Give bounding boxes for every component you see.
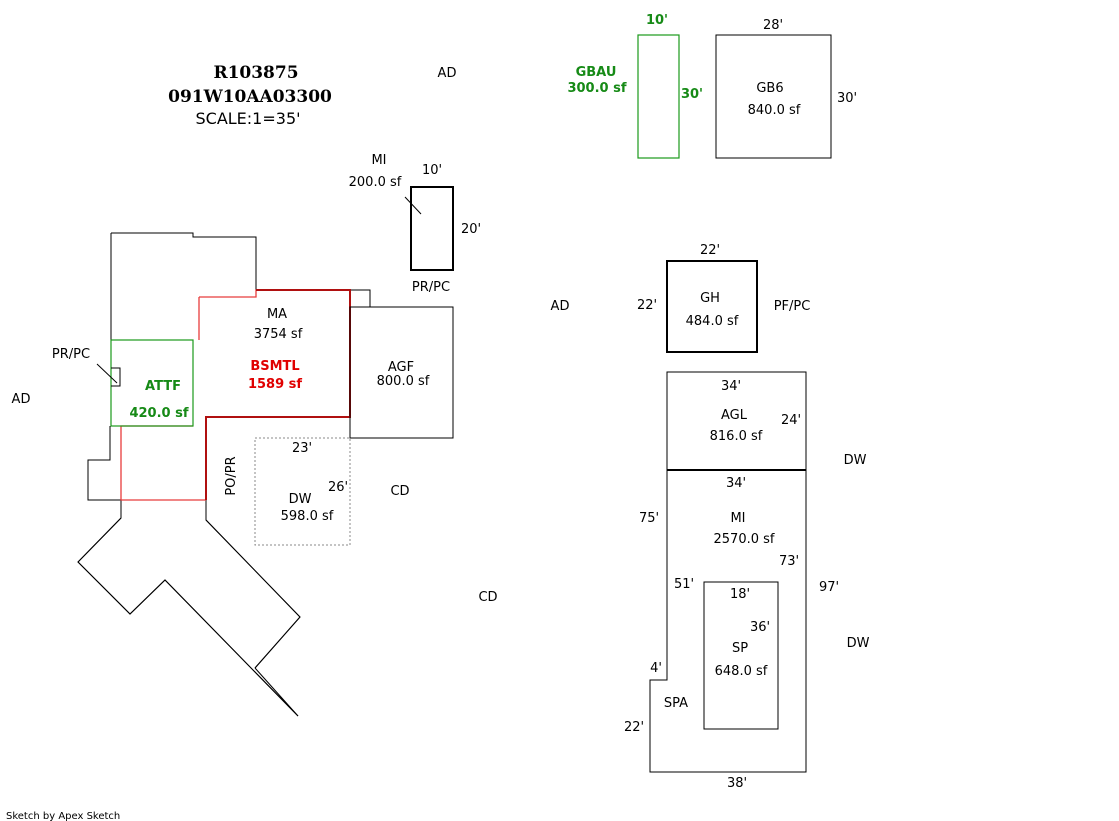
agl-height: 24'	[781, 413, 801, 428]
agl-width: 34'	[721, 379, 741, 394]
attf-area: 420.0 sf	[129, 406, 188, 421]
gb6-area: 840.0 sf	[748, 103, 801, 118]
dw-name: DW	[289, 492, 312, 507]
agl-area: 816.0 sf	[710, 429, 763, 444]
dw-width: 23'	[292, 441, 312, 456]
main-house-lower-wing-edge	[205, 519, 301, 669]
mi-large-name: MI	[730, 511, 745, 526]
gb6-outline	[715, 34, 832, 159]
mi-large-bottom: 38'	[727, 776, 747, 791]
sp-height: 36'	[750, 620, 770, 635]
ad-label-left: AD	[12, 392, 31, 407]
mi-large-inner-right: 73'	[779, 554, 799, 569]
main-house-lower-wing	[77, 517, 299, 717]
attf-outline	[110, 339, 194, 427]
gh-height: 22'	[637, 298, 657, 313]
mi-large-outline	[649, 470, 807, 773]
dw-label-lower: DW	[847, 636, 870, 651]
mi-large-right: 97'	[819, 580, 839, 595]
pf-pc-label: PF/PC	[774, 299, 811, 314]
pr-pc-label-left: PR/PC	[52, 347, 90, 362]
attf-notch	[111, 367, 121, 387]
mi-large-area: 2570.0 sf	[714, 532, 775, 547]
cd-label-lower: CD	[478, 590, 497, 605]
gbau-height: 30'	[681, 87, 703, 102]
gb6-height: 30'	[837, 91, 857, 106]
sp-area: 648.0 sf	[715, 664, 768, 679]
mi-large-step: 4'	[650, 661, 662, 676]
sp-outline	[703, 581, 779, 730]
mi-small-outline	[410, 186, 454, 271]
footer-credit: Sketch by Apex Sketch	[6, 811, 120, 821]
dw-outline	[254, 437, 351, 546]
main-house-left-extension	[87, 459, 121, 501]
gbau-name: GBAU	[576, 65, 617, 80]
mi-large-inner-left: 51'	[674, 577, 694, 592]
map-number: 091W10AA03300	[168, 87, 332, 107]
ma-name: MA	[267, 307, 287, 322]
mi-small-name: MI	[371, 153, 386, 168]
dw-area: 598.0 sf	[281, 509, 334, 524]
gbau-area: 300.0 sf	[567, 81, 626, 96]
gb6-width: 28'	[763, 18, 783, 33]
dw-height: 26'	[328, 480, 348, 495]
main-house-outline	[77, 232, 371, 717]
gbau-width: 10'	[646, 13, 668, 28]
sp-name: SP	[732, 641, 748, 656]
ad-label-mid: AD	[551, 299, 570, 314]
mi-large-lower-left: 22'	[624, 720, 644, 735]
agf-name: AGF	[388, 360, 414, 375]
ma-area: 3754 sf	[254, 327, 303, 342]
ad-label-top: AD	[438, 66, 457, 81]
agf-outline	[349, 306, 454, 439]
dw-label-upper: DW	[844, 453, 867, 468]
agl-name: AGL	[721, 408, 748, 423]
cd-label-upper: CD	[390, 484, 409, 499]
parcel-id: R103875	[213, 63, 298, 83]
mi-small-height: 20'	[461, 222, 481, 237]
mi-small-area: 200.0 sf	[349, 175, 402, 190]
gb6-name: GB6	[756, 81, 783, 96]
mi-large-left: 75'	[639, 511, 659, 526]
gbau-outline	[637, 34, 680, 159]
pr-pc-left-leader	[96, 363, 118, 384]
po-pr-label: PO/PR	[224, 456, 239, 495]
gh-width: 22'	[700, 243, 720, 258]
gh-area: 484.0 sf	[686, 314, 739, 329]
mi-small-leader	[404, 196, 422, 215]
agf-area: 800.0 sf	[377, 374, 430, 389]
pr-pc-label-mi: PR/PC	[412, 280, 450, 295]
spa-name: SPA	[664, 696, 688, 711]
scale-label: SCALE:1=35'	[195, 109, 300, 128]
sp-width: 18'	[730, 587, 750, 602]
gh-name: GH	[700, 291, 720, 306]
gh-outline	[666, 260, 758, 353]
mi-small-width: 10'	[422, 163, 442, 178]
bsmtl-area: 1589 sf	[248, 377, 302, 392]
mi-large-top: 34'	[726, 476, 746, 491]
attf-name: ATTF	[145, 379, 181, 394]
bsmtl-name: BSMTL	[250, 359, 299, 374]
